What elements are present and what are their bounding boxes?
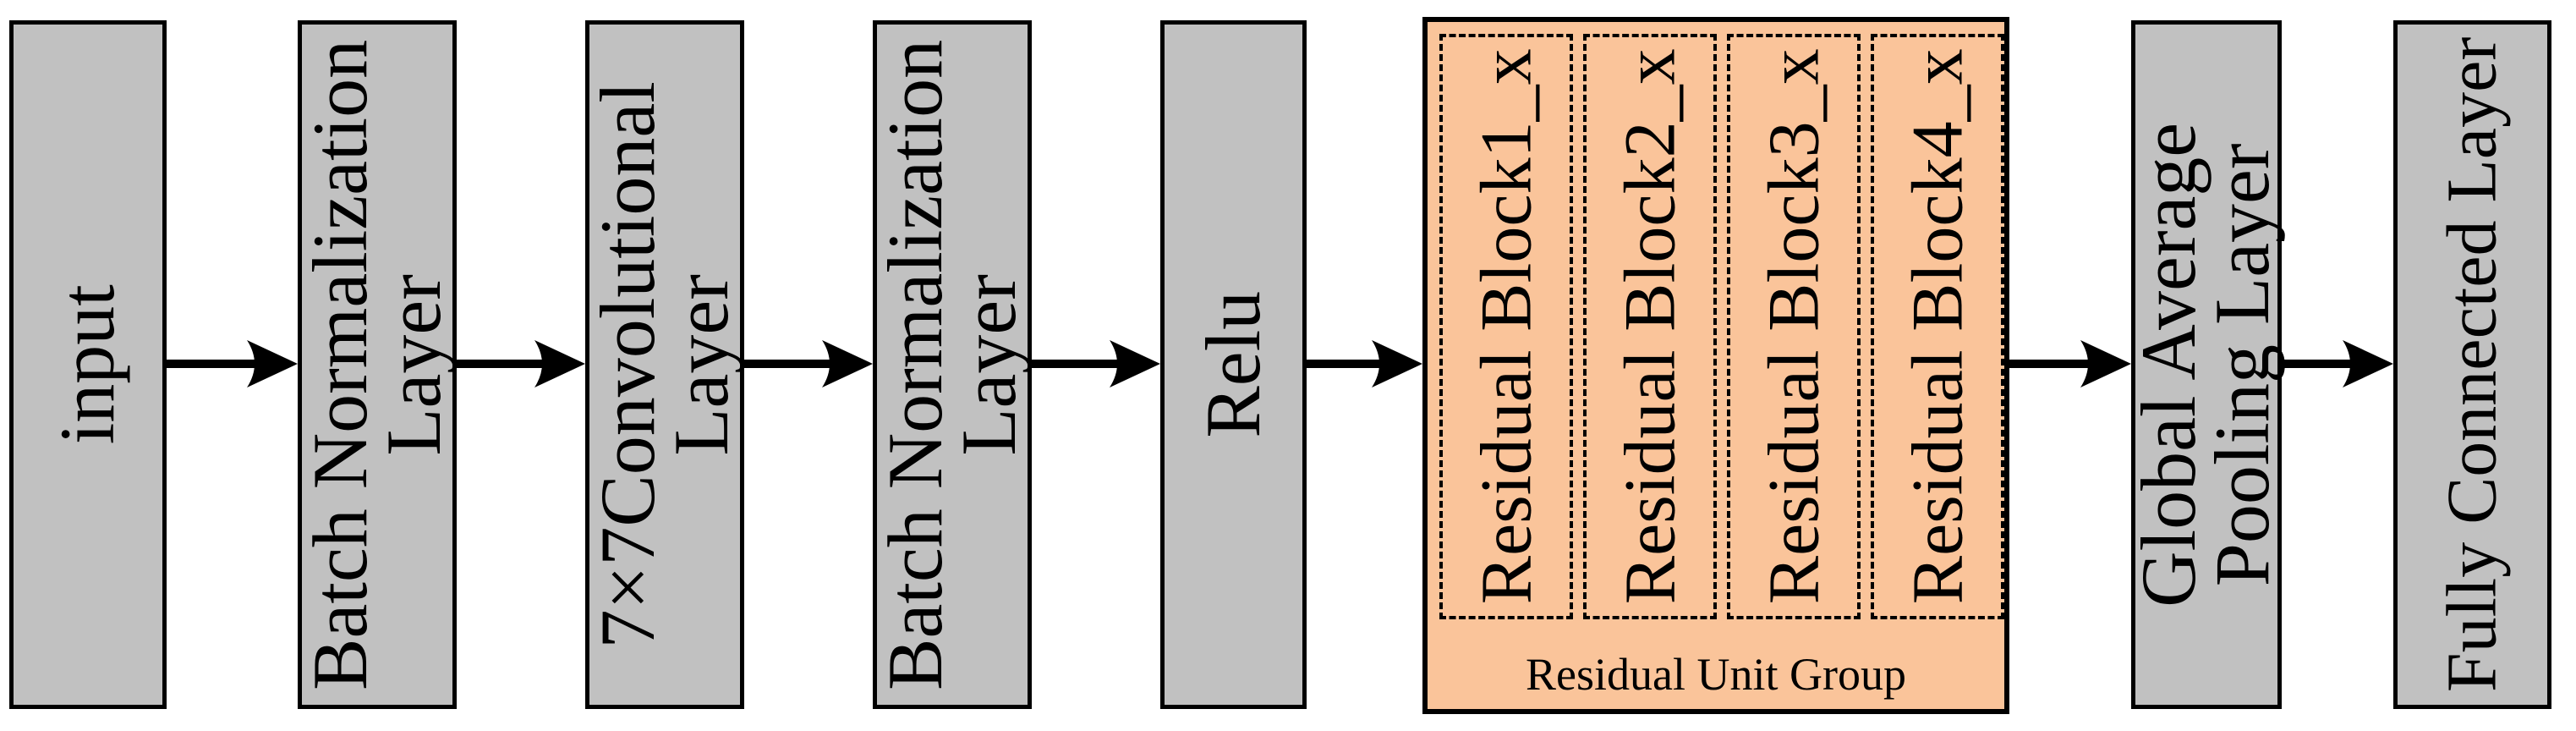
residual-block-1-label: Residual Block1_x [1465, 48, 1547, 605]
block-batch-normalization-1: Batch Normalization Layer [296, 20, 458, 709]
residual-block-2-label: Residual Block2_x [1609, 48, 1691, 605]
residual-block-4: Residual Block4_x [1871, 34, 2004, 619]
block-relu: Relu [1160, 20, 1307, 709]
residual-unit-group-label: Residual Unit Group [1526, 649, 1906, 700]
block-relu-label: Relu [1189, 291, 1276, 438]
block-batch-normalization-2-label: Batch Normalization Layer [871, 39, 1033, 690]
block-batch-normalization-1-label: Batch Normalization Layer [296, 39, 458, 690]
block-global-average-pooling: Global Average Pooling Layer [2125, 20, 2287, 709]
block-conv-7x7: 7×7Convolutional Layer [584, 20, 745, 709]
residual-block-1: Residual Block1_x [1439, 34, 1573, 619]
residual-unit-group: Residual Block1_x Residual Block2_x Resi… [1422, 17, 2009, 714]
block-fully-connected: Fully Connected Layer [2393, 20, 2551, 709]
residual-block-3-label: Residual Block3_x [1752, 48, 1834, 605]
block-fully-connected-label: Fully Connected Layer [2432, 36, 2512, 693]
flow-arrow-icon [1307, 340, 1422, 387]
block-input: input [9, 20, 167, 709]
flow-arrow-icon [744, 340, 873, 387]
block-input-label: input [44, 284, 131, 445]
block-batch-normalization-2: Batch Normalization Layer [871, 20, 1033, 709]
flow-arrow-icon [2282, 340, 2393, 387]
residual-block-2: Residual Block2_x [1583, 34, 1717, 619]
residual-block-4-label: Residual Block4_x [1896, 48, 1978, 605]
flow-arrow-icon [457, 340, 585, 387]
flow-arrow-icon [2009, 340, 2131, 387]
block-global-average-pooling-label: Global Average Pooling Layer [2125, 122, 2287, 607]
flow-arrow-icon [167, 340, 298, 387]
block-conv-7x7-label: 7×7Convolutional Layer [584, 80, 745, 649]
residual-block-3: Residual Block3_x [1727, 34, 1861, 619]
flow-arrow-icon [1032, 340, 1160, 387]
